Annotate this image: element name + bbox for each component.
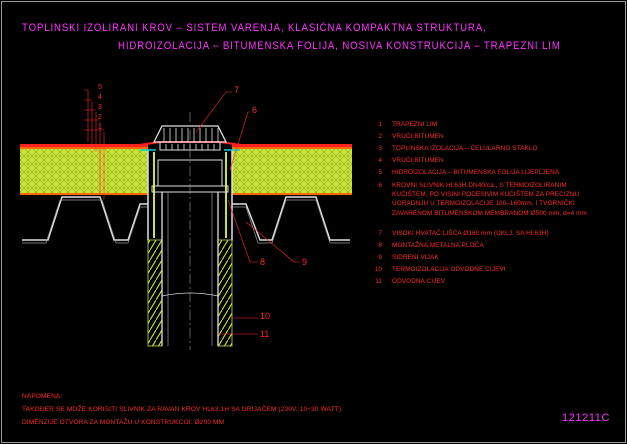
leaf-catcher — [152, 125, 228, 151]
callout-11: 11 — [260, 329, 270, 339]
layer-leaders — [84, 89, 105, 200]
callout-8: 8 — [260, 257, 266, 267]
legend-text: TOPLINSKA IZOLACIJA – ĆELULARNO STAKLO — [392, 145, 538, 152]
trapezoidal-sheet — [22, 196, 350, 241]
notes-heading: NAPOMENA: — [22, 393, 63, 400]
legend-num: 4 — [378, 157, 382, 164]
bitumen-layer-top — [20, 147, 148, 149]
drawing-code: 121211C — [562, 412, 611, 424]
layer-label-3: 3 — [98, 104, 102, 111]
pipe-insulation-right — [217, 239, 233, 347]
pipe-insulation-left — [147, 239, 163, 347]
layer-label-5: 5 — [98, 84, 102, 91]
legend-text: VRUĆI BITUMEN — [392, 133, 444, 140]
title-line-1: TOPLINSKI IZOLIRANI KROV – SISTEM VARENJ… — [22, 22, 487, 35]
legend-num: 5 — [378, 169, 382, 176]
legend-num: 8 — [378, 242, 382, 249]
legend-num: 10 — [374, 266, 382, 273]
thermal-insulation-left — [20, 149, 148, 193]
legend-text: TRAPEZNI LIM — [392, 121, 438, 128]
thermal-insulation-right — [232, 149, 352, 193]
layer-label-1: 1 — [98, 124, 102, 131]
notes-line-2: DIMENZIJE OTVORA ZA MONTAŽU U KONSTRUKCI… — [22, 419, 225, 426]
legend-text: ODVODNA CIJEV — [392, 278, 446, 285]
legend-text: HIDROIZOLACIJA – BITUMENSKA FOLIJA LIJEP… — [392, 169, 560, 176]
callout-10: 10 — [260, 311, 271, 321]
legend-num: 3 — [378, 145, 382, 152]
notes-line-1: TAKOĐER SE MOŽE KORISITI SLIVNIK ZA RAVA… — [22, 406, 344, 413]
legend-text: VISOKI HVATAČ LIŠĆA Ø160 mm (UKLJ. SA HL… — [392, 230, 549, 237]
waterproofing-layer — [20, 144, 148, 147]
legend-num: 7 — [378, 230, 382, 237]
legend-num: 11 — [375, 278, 382, 285]
legend-text: TERMOIZOLACIJA ODVODNE CIJEVI — [392, 266, 506, 273]
callout-leaders — [195, 91, 300, 335]
title-line-2: HIDROIZOLACIJA – BITUMENSKA FOLIJA, NOSI… — [118, 40, 561, 53]
legend-num: 2 — [378, 133, 382, 140]
legend-text: MONTAŽNA METALNA PLOČA — [392, 242, 484, 249]
roof-section-left — [20, 144, 148, 195]
bitumen-layer-bottom — [20, 193, 148, 195]
legend-num: 6 — [378, 182, 382, 189]
legend-num: 9 — [378, 254, 382, 261]
legend-text: VRUĆI BITUMEN — [392, 157, 444, 164]
legend-num: 1 — [378, 121, 382, 128]
legend-text: SIDRENI VIJAK — [392, 254, 439, 261]
callout-6: 6 — [252, 105, 258, 115]
drain-pipe — [147, 192, 233, 347]
callout-9: 9 — [302, 257, 308, 267]
callout-7: 7 — [234, 85, 240, 95]
legend-text: KROVNI SLIVNIK HL63H DN40/ca., S TERMOIZ… — [392, 182, 587, 217]
layer-label-4: 4 — [98, 94, 102, 101]
layer-label-2: 2 — [98, 114, 102, 121]
roof-section-right — [232, 144, 352, 195]
